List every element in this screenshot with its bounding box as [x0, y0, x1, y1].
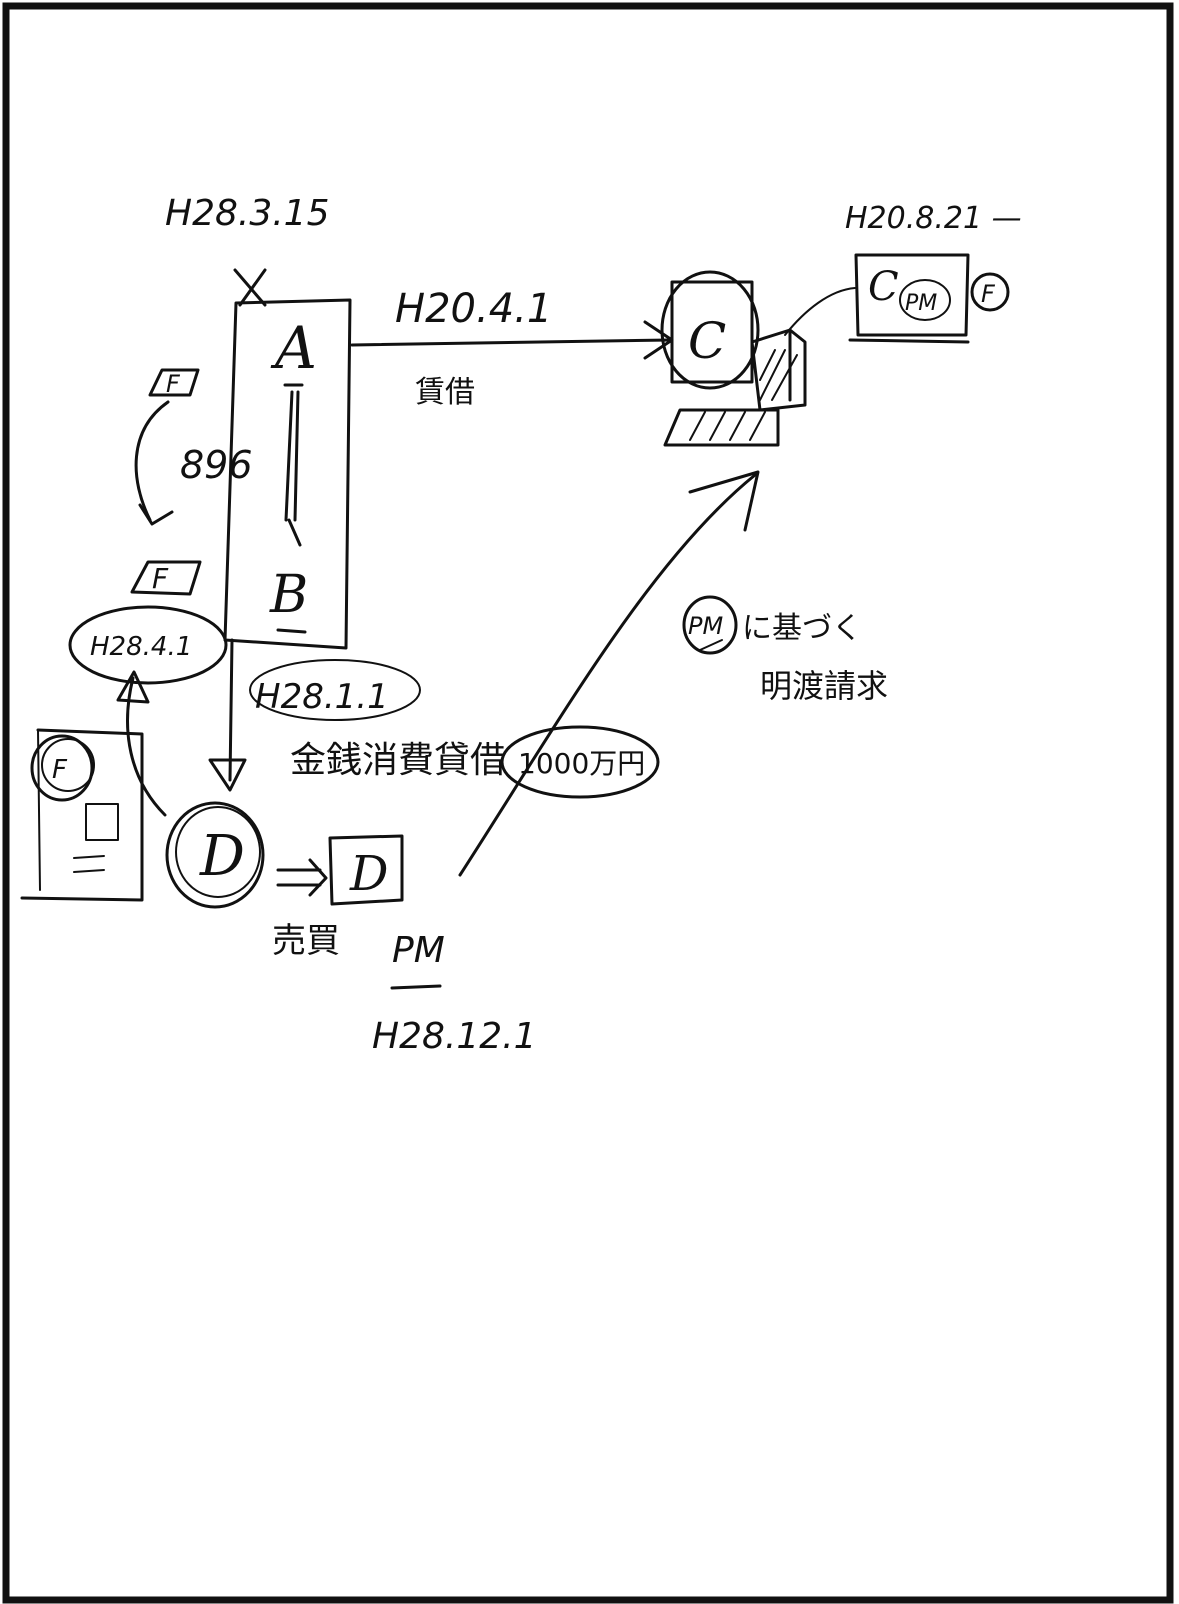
date-top-right: H20.8.21 — — [845, 201, 1022, 236]
node-c: C — [688, 312, 726, 370]
date-bottom: H28.12.1 — [372, 1016, 536, 1057]
node-f-bottom: F — [152, 562, 169, 595]
connector-c-box — [784, 287, 856, 336]
arrow-down-to-d — [208, 638, 247, 792]
box-d — [328, 834, 404, 906]
f-box-bottom — [130, 560, 202, 596]
pm-based-line1: に基づく — [742, 611, 862, 646]
land-strip-ab — [223, 268, 352, 650]
f-circle-document: F — [52, 755, 68, 785]
loan-note: 金銭消費貸借 — [290, 740, 506, 781]
date-below-b: H28.1.1 — [255, 677, 389, 717]
date-arrow-to-c: H20.4.1 — [395, 286, 552, 332]
node-d-circle — [165, 801, 265, 909]
arrow-d-to-dbox — [276, 858, 328, 897]
box-c-pm — [848, 253, 1010, 344]
arrow-to-c-note: 賃借 — [415, 375, 475, 410]
f-box-top — [148, 368, 200, 397]
node-a: A — [270, 314, 317, 382]
date-top-left: H28.3.15 — [165, 193, 329, 234]
date-left-oval: H28.4.1 — [90, 632, 192, 662]
f-circle: F — [981, 280, 996, 308]
node-b: B — [269, 565, 308, 625]
pm-circle: PM — [905, 291, 937, 316]
amount-oval — [500, 725, 660, 799]
oval-h28-1-1 — [249, 659, 421, 721]
building-c — [660, 270, 807, 447]
pm-circle-eviction — [682, 595, 738, 655]
curve-number: 896 — [180, 443, 253, 487]
pm-underline — [390, 984, 442, 990]
pm-circle-2: PM — [688, 612, 723, 640]
node-f-top: F — [166, 370, 181, 398]
pm-based-line2: 明渡請求 — [760, 667, 888, 705]
buy-sell: 売買 — [272, 921, 340, 961]
curved-arrow-f — [134, 400, 174, 526]
node-d-box: D — [349, 846, 388, 902]
arrow-d-to-oval — [116, 670, 167, 817]
node-c-box: C — [868, 264, 899, 310]
document-box — [20, 728, 144, 902]
pm-plain: PM — [392, 930, 445, 971]
oval-h28-4-1 — [68, 605, 228, 685]
node-d: D — [199, 824, 245, 889]
arrow-d-to-c — [458, 470, 760, 877]
